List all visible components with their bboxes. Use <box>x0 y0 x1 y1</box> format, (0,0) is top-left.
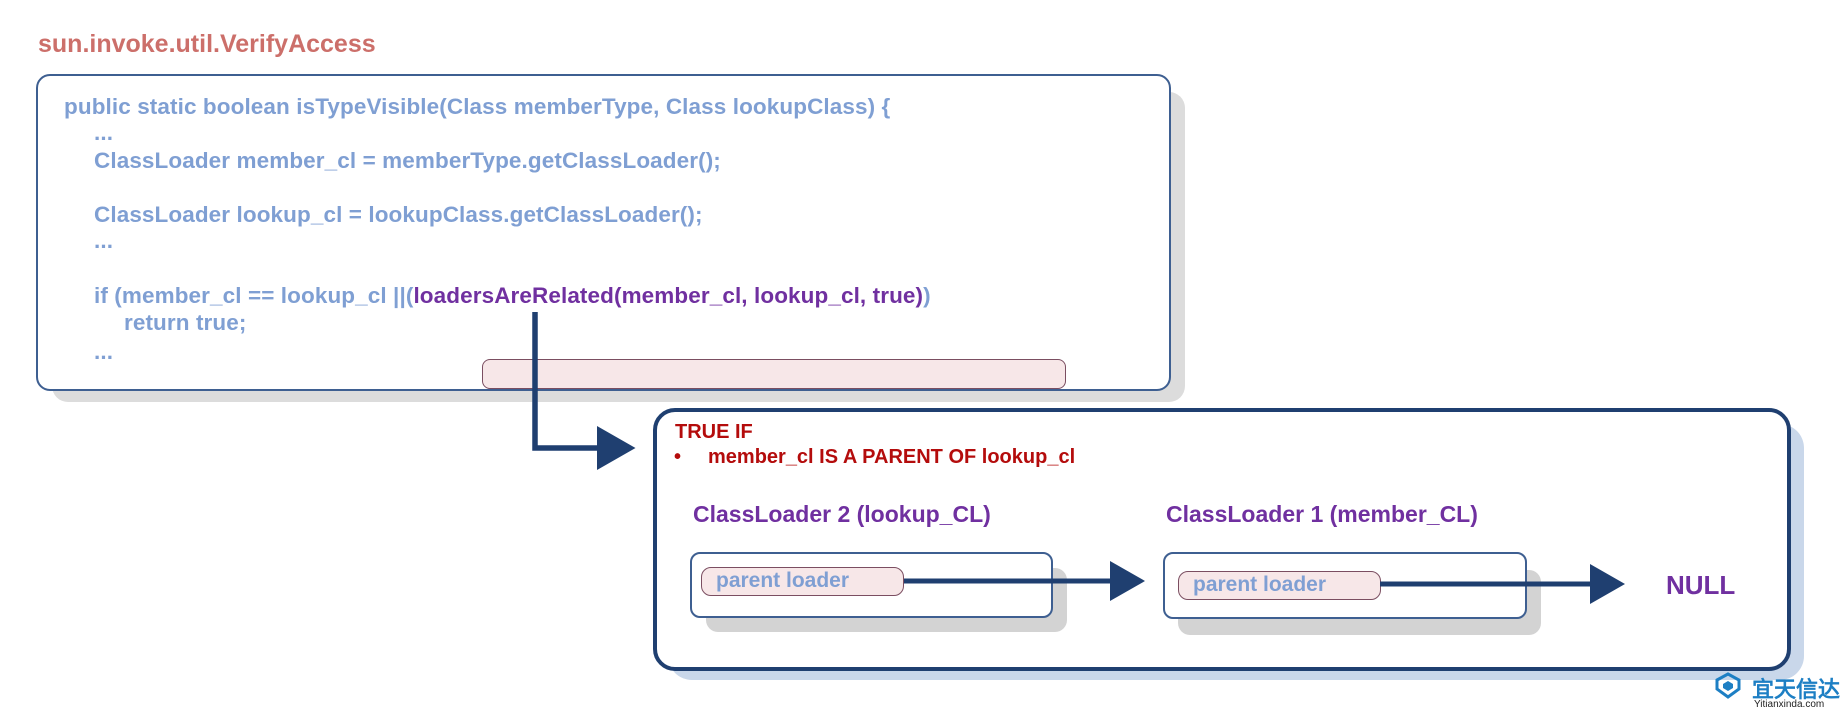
true-if-heading: TRUE IF <box>675 421 753 443</box>
loaders-are-related-highlight <box>482 359 1066 389</box>
code-line-if-condition: if (member_cl == lookup_cl ||(loadersAre… <box>94 283 931 309</box>
classloader-1-label: ClassLoader 1 (member_CL) <box>1166 501 1478 527</box>
code-line-ellipsis-2: ... <box>94 228 114 253</box>
code-line-signature: public static boolean isTypeVisible(Clas… <box>64 94 891 119</box>
condition-bullet: • member_cl IS A PARENT OF lookup_cl <box>674 446 1075 469</box>
watermark-cn: 宜天信达 <box>1752 677 1840 702</box>
condition-text: member_cl IS A PARENT OF lookup_cl <box>708 446 1076 468</box>
watermark-en: Yitianxinda.com <box>1754 699 1825 710</box>
logo-icon <box>1715 672 1741 699</box>
code-line-ellipsis-1: ... <box>94 120 114 145</box>
call-close-paren: ) <box>915 283 924 308</box>
if-close-paren: ) <box>923 283 931 308</box>
classloader-1-parent-loader: parent loader <box>1178 571 1381 600</box>
code-line-ellipsis-3: ... <box>94 339 114 364</box>
code-line-member-cl: ClassLoader member_cl = memberType.getCl… <box>94 148 721 173</box>
null-label: NULL <box>1666 570 1736 600</box>
code-box: public static boolean isTypeVisible(Clas… <box>36 74 1171 391</box>
highlight-to-result-arrow <box>532 312 636 470</box>
code-line-lookup-cl: ClassLoader lookup_cl = lookupClass.getC… <box>94 202 703 227</box>
classloader-2-label: ClassLoader 2 (lookup_CL) <box>693 501 991 527</box>
code-line-return: return true; <box>124 310 247 335</box>
loaders-are-related-call: loadersAreRelated(member_cl, lookup_cl, … <box>413 283 916 308</box>
if-open-paren: ( <box>405 283 414 308</box>
classloader-2-parent-loader: parent loader <box>701 567 904 596</box>
if-prefix: if (member_cl == lookup_cl || <box>94 283 406 308</box>
diagram-title: sun.invoke.util.VerifyAccess <box>38 30 376 58</box>
bullet-marker: • <box>674 446 682 468</box>
